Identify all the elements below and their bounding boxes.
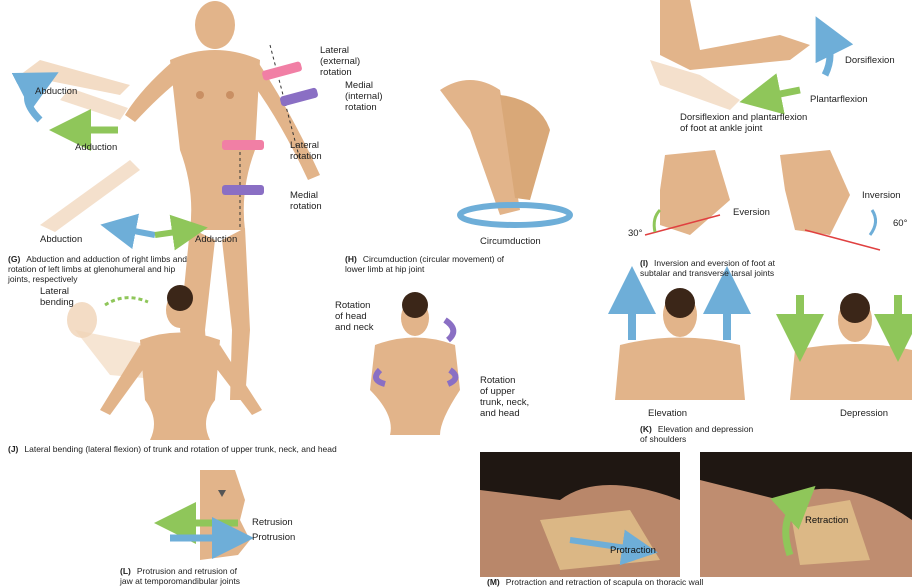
caption-h: (H)Circumduction (circular movement) of … [345, 254, 504, 274]
panel-j-figure [67, 285, 460, 440]
caption-j: (J)Lateral bending (lateral flexion) of … [8, 444, 337, 454]
label-angle-60: 60° [893, 218, 907, 229]
label-plantarflexion: Plantarflexion [810, 94, 868, 105]
panel-foot-figure [650, 0, 830, 110]
panel-k-figure [615, 288, 912, 400]
label-depression: Depression [840, 408, 888, 419]
caption-k: (K)Elevation and depression of shoulders [640, 424, 753, 444]
label-angle-30: 30° [628, 228, 642, 239]
caption-l: (L)Protrusion and retrusion of jaw at te… [120, 566, 240, 586]
panel-i-figure [645, 150, 880, 250]
label-adduction-arm: Adduction [75, 142, 117, 153]
label-circumduction: Circumduction [480, 236, 541, 247]
label-adduction-leg: Adduction [195, 234, 237, 245]
caption-m: (M)Protraction and retraction of scapula… [487, 577, 703, 587]
label-abduction-leg: Abduction [40, 234, 82, 245]
panel-l-figure [170, 470, 250, 560]
label-retraction: Retraction [805, 515, 848, 526]
caption-foot: Dorsiflexion and plantarflexion of foot … [680, 112, 807, 134]
caption-g: (G)Abduction and adduction of right limb… [8, 254, 187, 284]
label-elevation: Elevation [648, 408, 687, 419]
label-rotation-trunk: Rotation of upper trunk, neck, and head [480, 375, 529, 419]
label-dorsiflexion: Dorsiflexion [845, 55, 895, 66]
label-rotation-head: Rotation of head and neck [335, 300, 374, 333]
panel-h-figure [440, 80, 570, 225]
label-medial-internal-rotation: Medial (internal) rotation [345, 80, 383, 113]
label-abduction-arm: Abduction [35, 86, 77, 97]
label-eversion: Eversion [733, 207, 770, 218]
label-inversion: Inversion [862, 190, 901, 201]
label-lateral-bending: Lateral bending [40, 286, 74, 308]
label-retrusion: Retrusion [252, 517, 293, 528]
label-protraction: Protraction [610, 545, 656, 556]
caption-i: (I)Inversion and eversion of foot at sub… [640, 258, 775, 278]
label-medial-rotation: Medial rotation [290, 190, 322, 212]
label-lateral-rotation: Lateral rotation [290, 140, 322, 162]
label-lateral-external-rotation: Lateral (external) rotation [320, 45, 360, 78]
label-protrusion: Protrusion [252, 532, 295, 543]
